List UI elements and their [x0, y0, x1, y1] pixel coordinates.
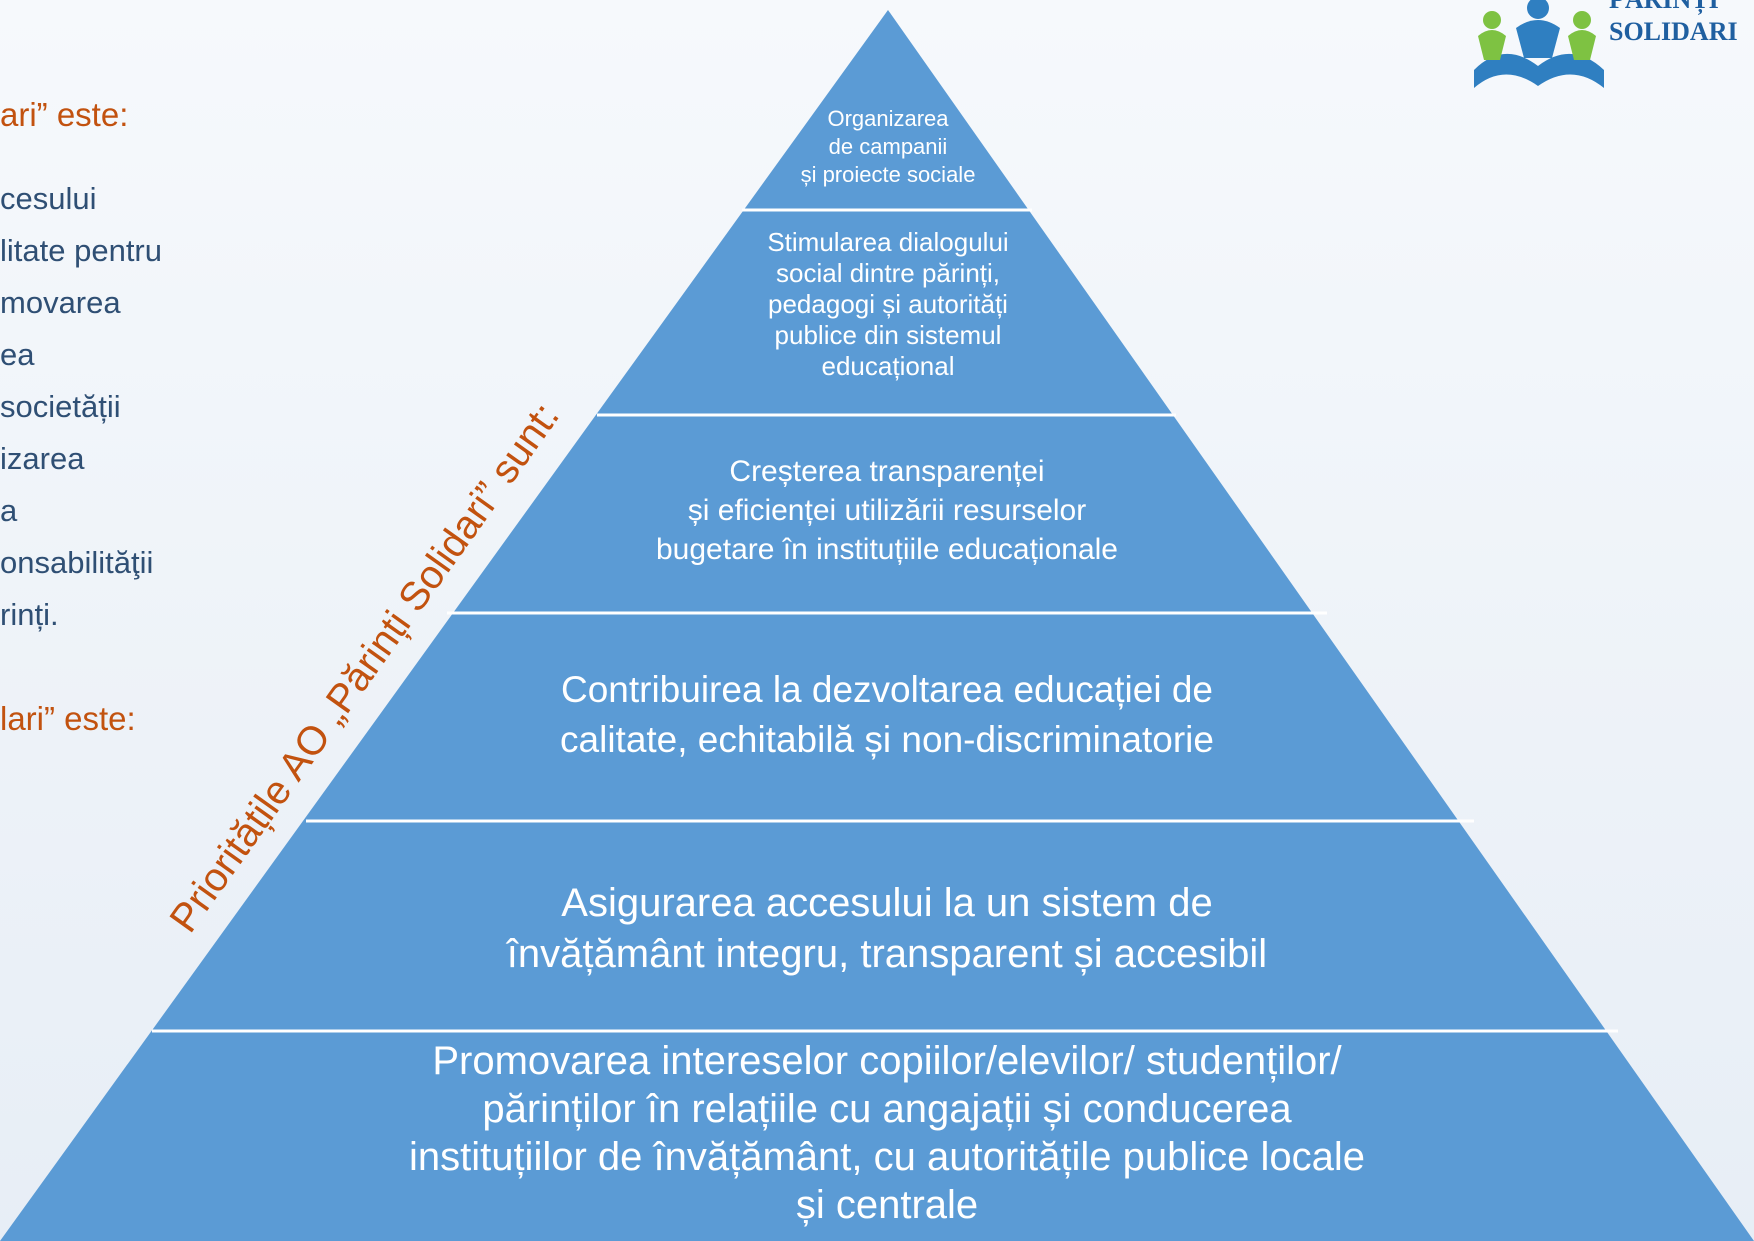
logo: PĂRINȚI SOLIDARI: [1464, 0, 1754, 92]
logo-emblem-icon: [1474, 0, 1604, 88]
left-line: cesului: [0, 181, 97, 216]
left-line: onsabilităţii: [0, 545, 154, 580]
left-line: movarea: [0, 285, 121, 320]
pyramid-level-6: Promovarea intereselor copiilor/elevilor…: [408, 1039, 1366, 1227]
left-line: a: [0, 493, 18, 528]
logo-text-line1: PĂRINȚI: [1609, 0, 1719, 13]
pyramid-shape: [0, 10, 1754, 1241]
left-line: izarea: [0, 441, 85, 476]
pyramid-level-2: Stimularea dialogului social dintre pări…: [767, 227, 1009, 381]
left-line: ea: [0, 337, 35, 372]
left-line: rinți.: [0, 597, 59, 632]
logo-text-line2: SOLIDARI: [1609, 17, 1738, 46]
left-heading-1: ari” este:: [0, 96, 129, 133]
pyramid-level-5: Asigurarea accesului la un sistem de înv…: [506, 881, 1268, 976]
left-heading-2: lari” este:: [0, 700, 136, 737]
pyramid-level-1: Organizarea de campanii și proiecte soci…: [800, 106, 976, 187]
pyramid-level-3: Creșterea transparenței și eficienței ut…: [656, 455, 1118, 566]
pyramid-level-4: Contribuirea la dezvoltarea educației de…: [560, 669, 1214, 760]
left-line: societății: [0, 389, 121, 424]
left-line: litate pentru: [0, 233, 162, 268]
